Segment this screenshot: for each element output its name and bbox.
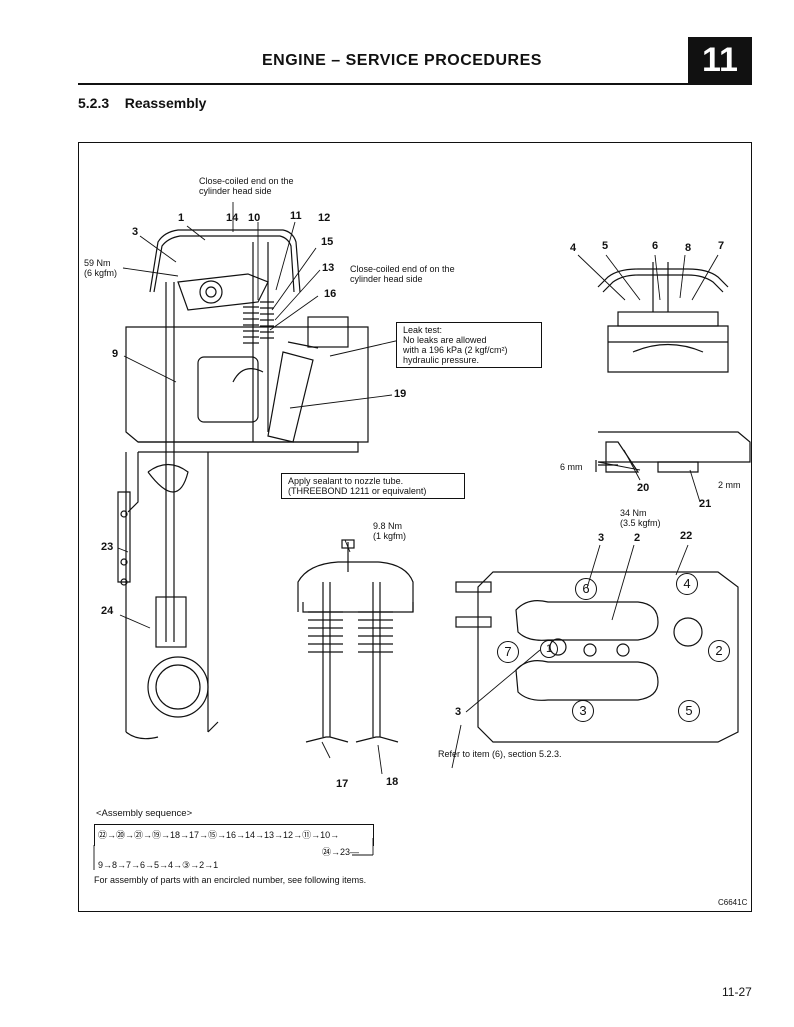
engine-diagram	[117, 229, 751, 743]
part-number-18: 18	[386, 776, 399, 788]
part-number-20: 20	[637, 482, 650, 494]
part-number-16: 16	[324, 288, 337, 300]
part-number-21: 21	[699, 498, 712, 510]
part-number-13: 13	[322, 262, 335, 274]
head-top-view	[455, 571, 739, 743]
part-number-24: 24	[101, 605, 114, 617]
part-number-14: 14	[226, 212, 239, 224]
part-number-19: 19	[394, 388, 407, 400]
label-torque-34: 34 Nm (3.5 kgfm)	[620, 508, 661, 528]
part-number-1: 1	[178, 212, 185, 224]
part-number-3-bottom: 3	[455, 706, 462, 718]
cylinder-head-section	[117, 229, 369, 740]
section-number: 5.2.3	[78, 95, 110, 111]
page-number: 11-27	[722, 985, 752, 999]
label-close-coiled-top: Close-coiled end on the cylinder head si…	[199, 176, 294, 196]
header-rule	[78, 83, 752, 85]
assembly-sequence-line-2: ㉔→23—	[322, 847, 360, 857]
bolt-marker-3: 3	[572, 700, 594, 722]
label-dim-2mm: 2 mm	[718, 480, 741, 490]
assembly-sequence-title: <Assembly sequence>	[96, 808, 193, 819]
assembly-sequence-line-1: ㉒→⑳→㉑→⑲→18→17→⑮→16→14→13→12→⑪→10→	[98, 830, 340, 840]
part-number-9: 9	[112, 348, 119, 360]
part-number-3-right: 3	[598, 532, 605, 544]
part-number-5: 5	[602, 240, 609, 252]
part-number-22: 22	[680, 530, 693, 542]
part-number-2: 2	[634, 532, 641, 544]
bolt-marker-2: 2	[708, 640, 730, 662]
figure-frame	[78, 142, 752, 912]
callout-sealant: Apply sealant to nozzle tube. (THREEBOND…	[281, 473, 465, 499]
part-number-6: 6	[652, 240, 659, 252]
page-header-title: ENGINE – SERVICE PROCEDURES	[262, 52, 542, 69]
label-dim-6mm: 6 mm	[560, 462, 583, 472]
part-number-17: 17	[336, 778, 349, 790]
bolt-marker-6: 6	[575, 578, 597, 600]
figure-code: C6641C	[718, 898, 748, 907]
section-heading: 5.2.3 Reassembly	[78, 95, 206, 111]
part-number-8: 8	[685, 242, 692, 254]
section-title: Reassembly	[124, 95, 207, 111]
part-number-10: 10	[248, 212, 261, 224]
label-torque-59: 59 Nm (6 kgfm)	[84, 258, 118, 278]
part-number-7: 7	[718, 240, 725, 252]
bolt-marker-1: 1	[540, 640, 558, 658]
valve-cover-section	[597, 262, 729, 373]
part-number-15: 15	[321, 236, 334, 248]
chapter-badge: 11	[688, 37, 752, 83]
part-number-4: 4	[570, 242, 577, 254]
part-number-12: 12	[318, 212, 331, 224]
gasket-dimension-detail	[595, 431, 751, 473]
bolt-marker-7: 7	[497, 641, 519, 663]
label-torque-9-8: 9.8 Nm (1 kgfm)	[373, 521, 407, 541]
part-number-23: 23	[101, 541, 114, 553]
valve-assembly-detail	[297, 539, 414, 743]
label-close-coiled-right: Close-coiled end of on the cylinder head…	[350, 264, 455, 284]
callout-leak-test: Leak test: No leaks are allowed with a 1…	[396, 322, 542, 368]
assembly-sequence-box	[94, 824, 374, 846]
bolt-marker-5: 5	[678, 700, 700, 722]
bolt-marker-4: 4	[676, 573, 698, 595]
part-number-3-left: 3	[132, 226, 139, 238]
label-refer-item: Refer to item (6), section 5.2.3.	[438, 749, 562, 759]
assembly-note: For assembly of parts with an encircled …	[94, 875, 367, 885]
assembly-sequence-line-3: 9→8→7→6→5→4→③→2→1	[98, 860, 219, 870]
part-number-11: 11	[290, 210, 302, 222]
